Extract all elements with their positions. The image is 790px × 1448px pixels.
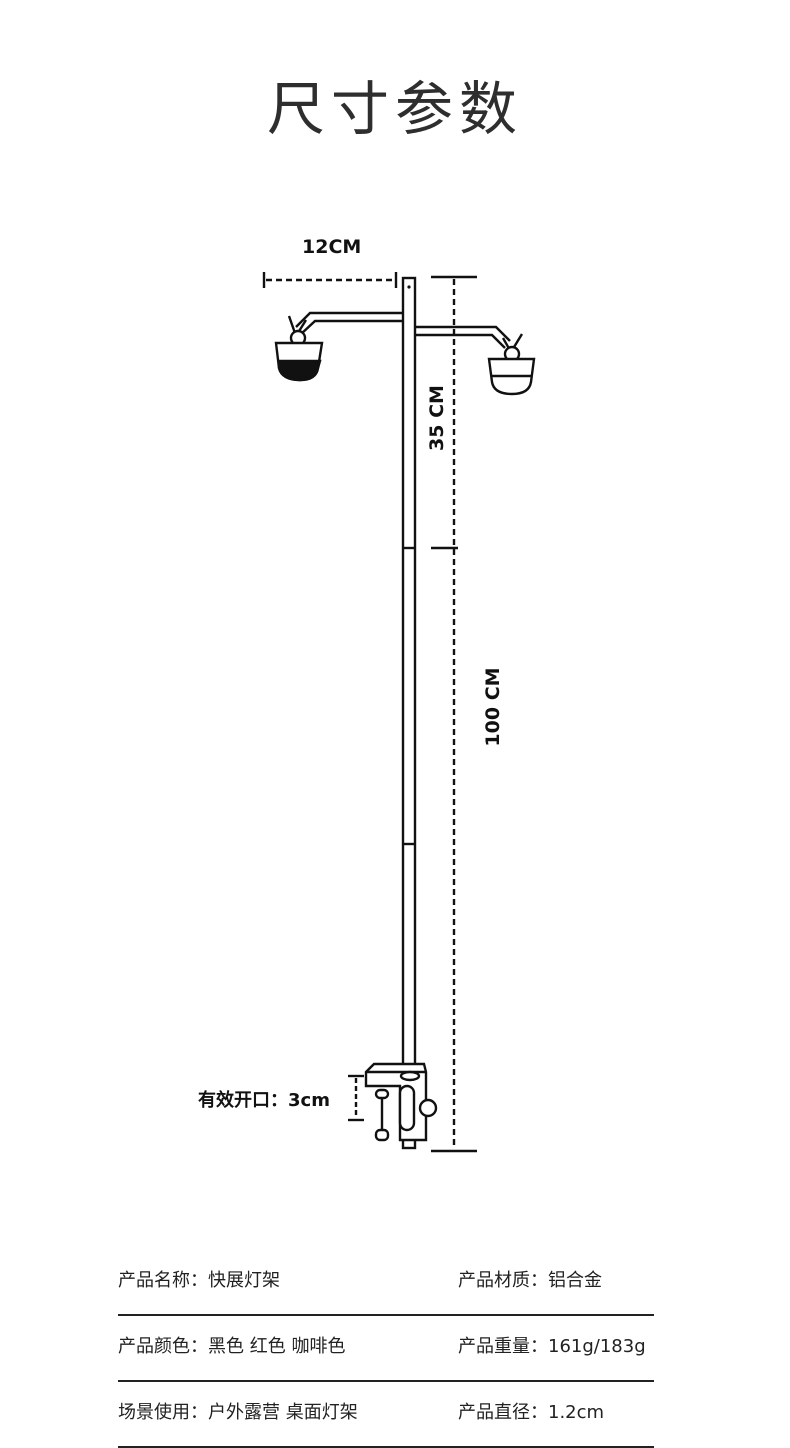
clamp-opening-label: 有效开口：3cm: [198, 1090, 330, 1111]
spec-material: 产品材质：铝合金: [458, 1270, 602, 1291]
right-arm: [415, 325, 511, 349]
spec-weight: 产品重量：161g/183g: [458, 1336, 646, 1357]
height-dimension-line: [431, 275, 477, 1153]
pole: [401, 276, 417, 1150]
upper-height-label: 35 CM: [426, 385, 448, 451]
clamp-opening-dimension: [348, 1074, 364, 1122]
spec-row: 产品名称：快展灯架 产品材质：铝合金: [118, 1250, 654, 1316]
spec-usage: 场景使用：户外露营 桌面灯架: [118, 1402, 358, 1423]
total-height-label: 100 CM: [482, 667, 504, 747]
spec-diameter: 产品直径：1.2cm: [458, 1402, 605, 1423]
clamp: [364, 1062, 438, 1142]
right-lantern: [487, 333, 536, 396]
spec-table: 产品名称：快展灯架 产品材质：铝合金 产品颜色：黑色 红色 咖啡色 产品重量：1…: [118, 1250, 654, 1448]
left-arm: [295, 311, 403, 336]
spec-row: 场景使用：户外露营 桌面灯架 产品直径：1.2cm: [118, 1382, 654, 1448]
width-label: 12CM: [302, 236, 362, 258]
left-lantern: [274, 315, 324, 382]
page-title: 尺寸参数: [266, 75, 523, 143]
spec-row: 产品颜色：黑色 红色 咖啡色 产品重量：161g/183g: [118, 1316, 654, 1382]
spec-colors: 产品颜色：黑色 红色 咖啡色: [118, 1336, 346, 1357]
width-dimension-line: [262, 272, 398, 288]
spec-product-name: 产品名称：快展灯架: [118, 1270, 280, 1291]
